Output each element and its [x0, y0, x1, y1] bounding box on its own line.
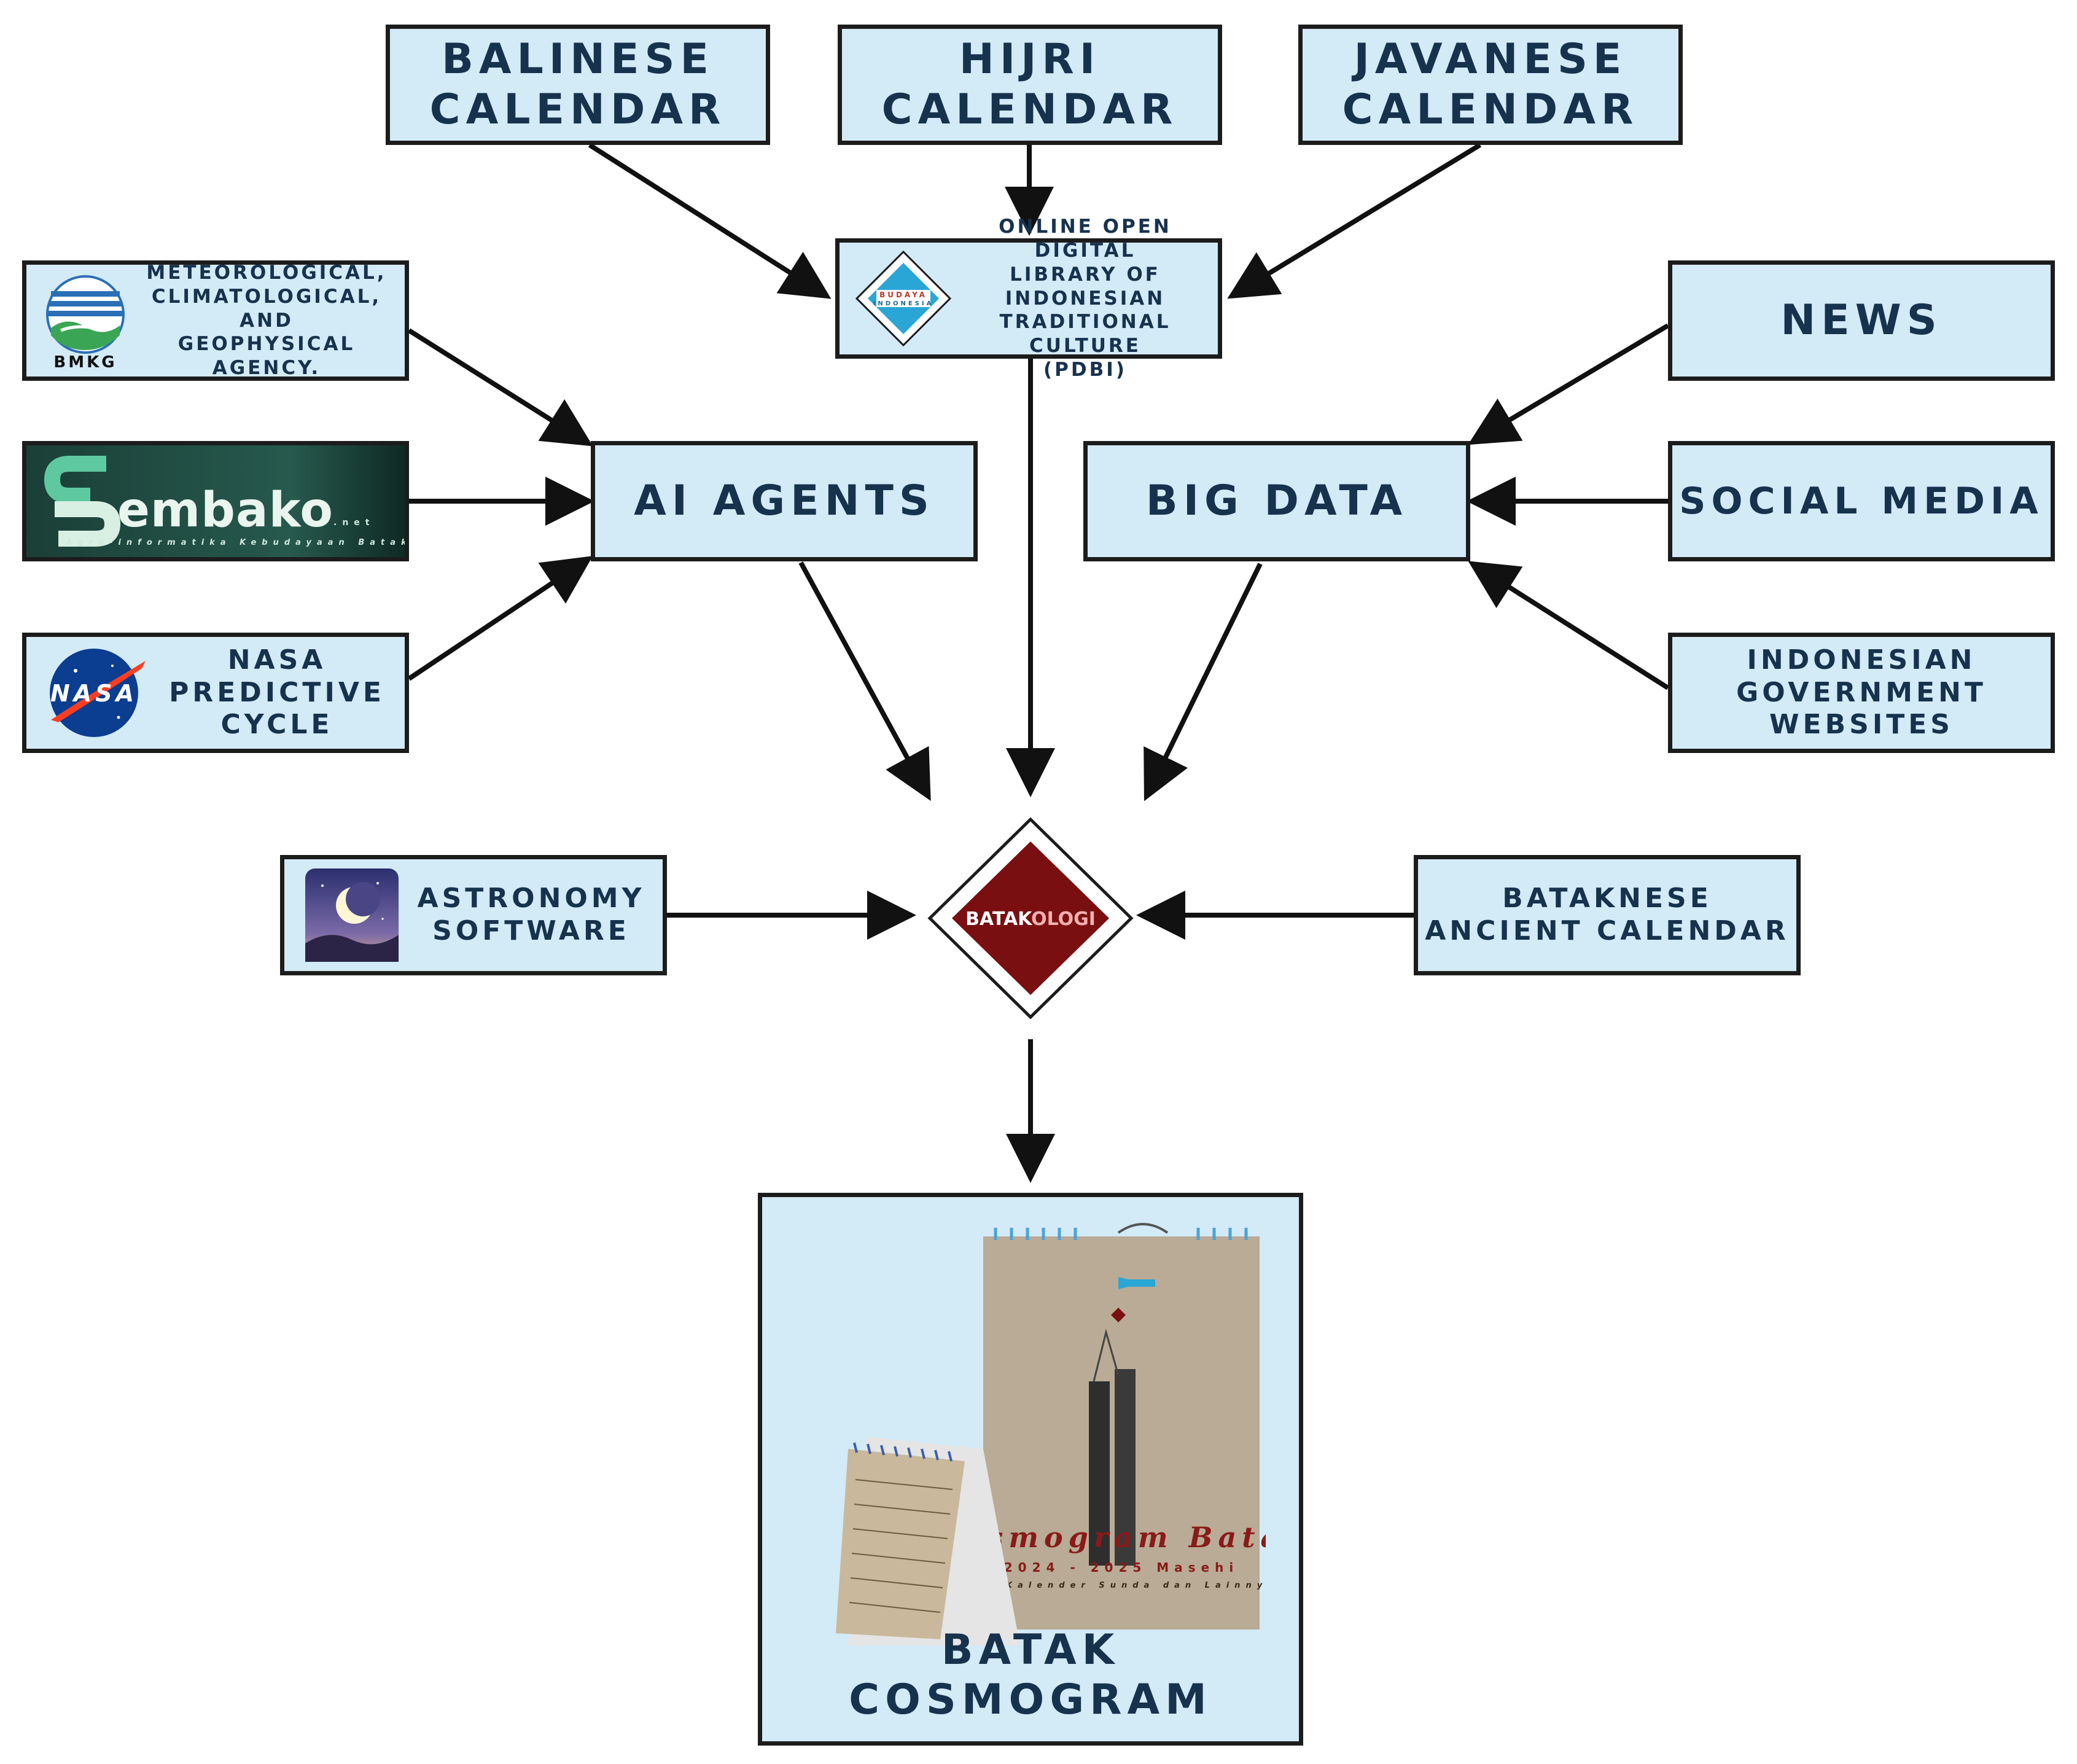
sembako-tagline: Agro-informatika Kebudayaan Batak	[65, 538, 405, 547]
node-label: BATAKNESE	[1502, 883, 1712, 915]
batak-cosmogram-node: Kosmogram Batak 2024 - 2025 Masehi dan K…	[758, 1193, 1303, 1746]
node-label: WEBSITES	[1769, 709, 1954, 741]
arrow-big-data-to-batakologi	[1144, 563, 1263, 802]
node-label: ONLINE OPEN DIGITAL	[999, 216, 1172, 262]
gov-websites-node: INDONESIAN GOVERNMENT WEBSITES	[1668, 633, 2055, 753]
node-label: BALINESE	[442, 35, 714, 84]
budaya-indonesia-logo-icon: BUDAYA INDONESIA	[855, 250, 952, 347]
nasa-logo-icon: NASA	[50, 649, 146, 737]
calendar-image: Kosmogram Batak 2024 - 2025 Masehi dan K…	[836, 1223, 1266, 1645]
node-label: SOFTWARE	[432, 915, 630, 946]
node-label: LIBRARY OF INDONESIAN	[1005, 263, 1166, 310]
arrow-bmkg-to-ai-agents	[407, 328, 593, 447]
node-label: AI AGENTS	[634, 477, 935, 526]
node-label: JAVANESE	[1354, 35, 1627, 84]
hijri-calendar-node: HIJRI CALENDAR	[838, 25, 1222, 145]
sembako-logo-text: embako	[117, 483, 333, 538]
node-label: PREDICTIVE	[169, 676, 385, 708]
node-label: TRADITIONAL CULTURE	[999, 311, 1171, 357]
node-label: ANCIENT CALENDAR	[1425, 915, 1790, 946]
node-label: CLIMATOLOGICAL, AND	[151, 285, 382, 332]
node-label: GEOPHYSICAL AGENCY.	[177, 333, 356, 380]
node-label: CALENDAR	[429, 85, 727, 134]
bmkg-logo-text: BMKG	[53, 353, 117, 370]
node-label: INDONESIAN	[1747, 644, 1976, 676]
arrow-gov-websites-to-big-data	[1468, 561, 1670, 690]
arrow-news-to-big-data	[1468, 323, 1670, 445]
ai-agents-node: AI AGENTS	[591, 441, 978, 561]
node-label: NEWS	[1780, 296, 1943, 345]
calendar-years: 2024 - 2025 Masehi	[1004, 1560, 1239, 1575]
arrow-balinese-to-pdbi	[588, 142, 832, 299]
node-label: GOVERNMENT	[1736, 676, 1987, 708]
bmkg-node: BMKG METEOROLOGICAL, CLIMATOLOGICAL, AND…	[22, 260, 409, 381]
node-label: CYCLE	[220, 709, 333, 741]
astronomy-software-node: ASTRONOMY SOFTWARE	[280, 855, 667, 975]
batakologi-part-a: BATAK	[965, 908, 1033, 930]
budaya-logo-text: BUDAYA	[879, 291, 927, 299]
node-label: HIJRI CALENDAR	[881, 35, 1179, 134]
sembako-logo-icon: embako .net Agro-informatika Kebudayaan …	[26, 445, 405, 557]
arrow-nasa-to-ai-agents	[407, 556, 593, 681]
social-media-node: SOCIAL MEDIA	[1668, 441, 2055, 561]
sembako-node: embako .net Agro-informatika Kebudayaan …	[22, 441, 409, 561]
batakologi-logo-icon: BATAKOLOGI	[927, 817, 1134, 1020]
arrow-javanese-to-pdbi	[1227, 142, 1482, 299]
batakologi-part-b: OLOGI	[1031, 908, 1096, 930]
bataknese-ancient-calendar-node: BATAKNESE ANCIENT CALENDAR	[1414, 855, 1801, 975]
batakologi-logo-text: BATAKOLOGI	[965, 908, 1096, 930]
node-label: METEOROLOGICAL,	[146, 262, 387, 284]
node-label: SOCIAL MEDIA	[1679, 480, 2044, 523]
calendar-subtitle: dan Kalender Sunda dan Lainnya	[964, 1581, 1266, 1590]
sembako-logo-suffix: .net	[333, 518, 375, 528]
node-label: BIG DATA	[1145, 477, 1408, 526]
node-label: ASTRONOMY	[417, 883, 645, 915]
pdbi-node: BUDAYA INDONESIA ONLINE OPEN DIGITAL LIB…	[835, 216, 1222, 381]
javanese-calendar-node: JAVANESE CALENDAR	[1298, 25, 1683, 145]
nasa-node: NASA NASA PREDICTIVE CYCLE	[22, 633, 409, 753]
moon-night-icon	[305, 868, 399, 962]
nasa-logo-text: NASA	[50, 680, 138, 707]
node-label: (PDBI)	[1043, 358, 1127, 381]
arrow-ai-agents-to-batakologi	[798, 561, 931, 802]
node-label: NASA	[227, 644, 327, 676]
balinese-calendar-node: BALINESE CALENDAR	[386, 25, 770, 145]
big-data-node: BIG DATA	[1083, 441, 1470, 561]
indonesia-logo-text: INDONESIA	[873, 300, 934, 307]
bmkg-logo-icon: BMKG	[46, 275, 125, 370]
news-node: NEWS	[1668, 260, 2055, 381]
node-label: BATAK COSMOGRAM	[849, 1625, 1212, 1725]
node-label: CALENDAR	[1342, 85, 1639, 134]
